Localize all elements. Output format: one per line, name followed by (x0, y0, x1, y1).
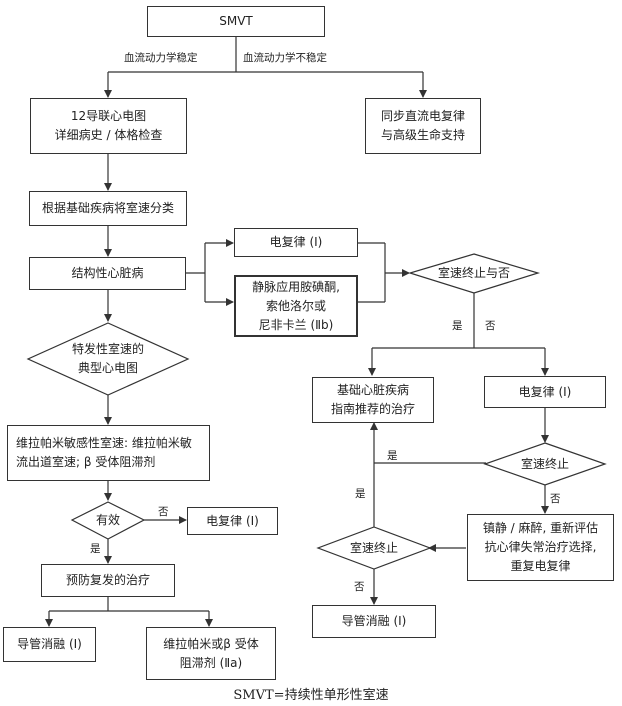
decision-vt-terminated-1-text: 室速终止与否 (410, 254, 538, 293)
decision-vt-terminated-3-label: 室速终止 (349, 540, 398, 555)
node-structural-text: 结构性心脏病 (71, 266, 144, 280)
node-sync-cardioversion-text: 同步直流电复律 与高级生命支持 (380, 109, 465, 142)
label-yes-effective: 是 (90, 543, 101, 555)
label-yes-2: 是 (387, 450, 398, 462)
node-ecg12-text: 12导联心电图 详细病史 / 体格检查 (54, 109, 163, 142)
node-classify-text: 根据基础疾病将室速分类 (41, 201, 174, 215)
decision-effective-text: 有效 (72, 502, 144, 539)
decision-effective-label: 有效 (95, 513, 120, 527)
decision-vt-terminated-3 (316, 526, 432, 570)
decision-effective (70, 501, 146, 540)
node-ablation-right: 导管消融 (Ⅰ) (312, 605, 436, 638)
decision-vt-terminated-1-label: 室速终止与否 (437, 266, 510, 280)
label-unstable: 血流动力学不稳定 (243, 52, 327, 64)
label-no-1: 否 (485, 320, 496, 332)
node-structural: 结构性心脏病 (29, 257, 186, 290)
node-classify: 根据基础疾病将室速分类 (29, 191, 187, 226)
decision-vt-terminated-2-label: 室速终止 (520, 456, 569, 471)
label-yes-1: 是 (452, 320, 463, 332)
node-sync-cardioversion: 同步直流电复律 与高级生命支持 (365, 98, 481, 154)
node-cardioversion-1a-text: 电复律 (Ⅰ) (269, 235, 323, 249)
node-verapamil-beta-text: 维拉帕米或β 受体 阻滞剂 (Ⅱa) (163, 636, 259, 670)
decision-vt-terminated-3-text: 室速终止 (318, 527, 430, 569)
label-no-3: 否 (354, 581, 365, 593)
node-cardioversion-1b-text: 电复律 (Ⅰ) (206, 513, 259, 528)
decision-vt-terminated-1 (407, 253, 541, 294)
node-ecg12: 12导联心电图 详细病史 / 体格检查 (30, 98, 187, 154)
node-cardioversion-1a: 电复律 (Ⅰ) (234, 228, 358, 257)
node-guideline-text: 基础心脏疾病 指南推荐的治疗 (330, 383, 415, 416)
node-ablation-right-text: 导管消融 (Ⅰ) (341, 614, 407, 628)
node-smvt: SMVT (147, 6, 325, 37)
decision-vt-terminated-2-text: 室速终止 (485, 443, 605, 485)
label-no-2: 否 (550, 493, 561, 505)
decision-idiopathic-text: 特发性室速的 典型心电图 (28, 323, 188, 395)
node-verapamil-text: 维拉帕米敏感性室速: 维拉帕米敏 流出道室速; β 受体阻滞剂 (16, 436, 192, 469)
node-ablation-left: 导管消融 (Ⅰ) (3, 627, 96, 662)
node-prevent-text: 预防复发的治疗 (65, 573, 150, 587)
node-guideline: 基础心脏疾病 指南推荐的治疗 (312, 377, 434, 423)
node-cardioversion-1b: 电复律 (Ⅰ) (187, 507, 278, 535)
label-no-effective: 否 (158, 506, 169, 518)
decision-idiopathic (26, 322, 190, 396)
node-ablation-left-text: 导管消融 (Ⅰ) (17, 637, 82, 651)
label-stable: 血流动力学稳定 (124, 52, 198, 64)
node-sedation: 镇静 / 麻醉, 重新评估 抗心律失常治疗选择, 重复电复律 (467, 514, 614, 581)
decision-idiopathic-label: 特发性室速的 典型心电图 (71, 342, 144, 375)
node-prevent: 预防复发的治疗 (41, 564, 175, 597)
node-cardioversion-1c-text: 电复律 (Ⅰ) (518, 384, 572, 399)
node-iv-drugs-text: 静脉应用胺碘酮, 索他洛尔或 尼非卡兰 (Ⅱb) (252, 279, 340, 332)
node-cardioversion-1c: 电复律 (Ⅰ) (484, 376, 606, 408)
label-yes-3: 是 (355, 488, 366, 500)
node-verapamil-beta: 维拉帕米或β 受体 阻滞剂 (Ⅱa) (146, 627, 276, 680)
node-smvt-text: SMVT (219, 14, 253, 28)
node-verapamil: 维拉帕米敏感性室速: 维拉帕米敏 流出道室速; β 受体阻滞剂 (7, 425, 210, 481)
node-iv-drugs: 静脉应用胺碘酮, 索他洛尔或 尼非卡兰 (Ⅱb) (234, 275, 358, 337)
figure-caption: SMVT=持续性单形性室速 (233, 688, 389, 703)
node-sedation-text: 镇静 / 麻醉, 重新评估 抗心律失常治疗选择, 重复电复律 (482, 521, 599, 573)
decision-vt-terminated-2 (483, 442, 607, 486)
